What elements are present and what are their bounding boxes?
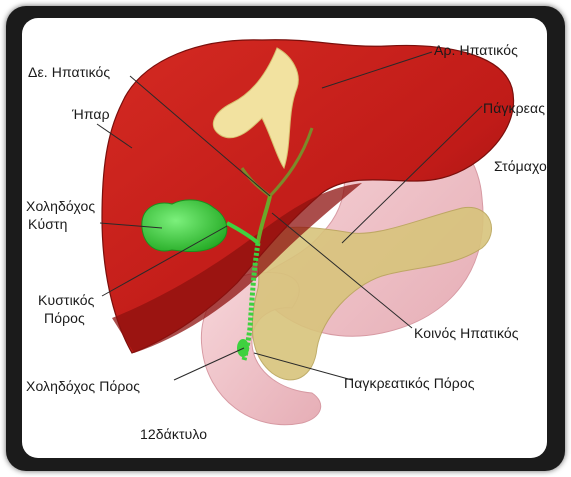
label-duodenum: 12δάκτυλο	[140, 426, 207, 442]
label-pancreatic-duct: Παγκρεατικός Πόρος	[344, 375, 475, 391]
label-left-hepatic: Δε. Ηπατικός	[28, 64, 110, 80]
gallbladder-shape	[142, 200, 227, 252]
label-cystic-duct-2: Πόρος	[44, 310, 85, 326]
label-cystic-duct-1: Κυστικός	[38, 292, 94, 308]
label-right-hepatic: Αρ. Ηπατικός	[434, 42, 518, 58]
label-common-bile-duct: Χοληδόχος Πόρος	[26, 378, 140, 394]
label-common-hepatic: Κοινός Ηπατικός	[414, 325, 519, 341]
diagram-panel: Αρ. Ηπατικός Δε. Ηπατικός Ήπαρ Πάγκρεας …	[22, 18, 547, 458]
label-liver: Ήπαρ	[72, 106, 110, 122]
label-gallbladder-1: Χοληδόχος	[26, 198, 95, 214]
label-stomach: Στόμαχο	[494, 158, 547, 174]
label-gallbladder-2: Κύστη	[28, 216, 67, 232]
label-pancreas: Πάγκρεας	[483, 100, 545, 116]
